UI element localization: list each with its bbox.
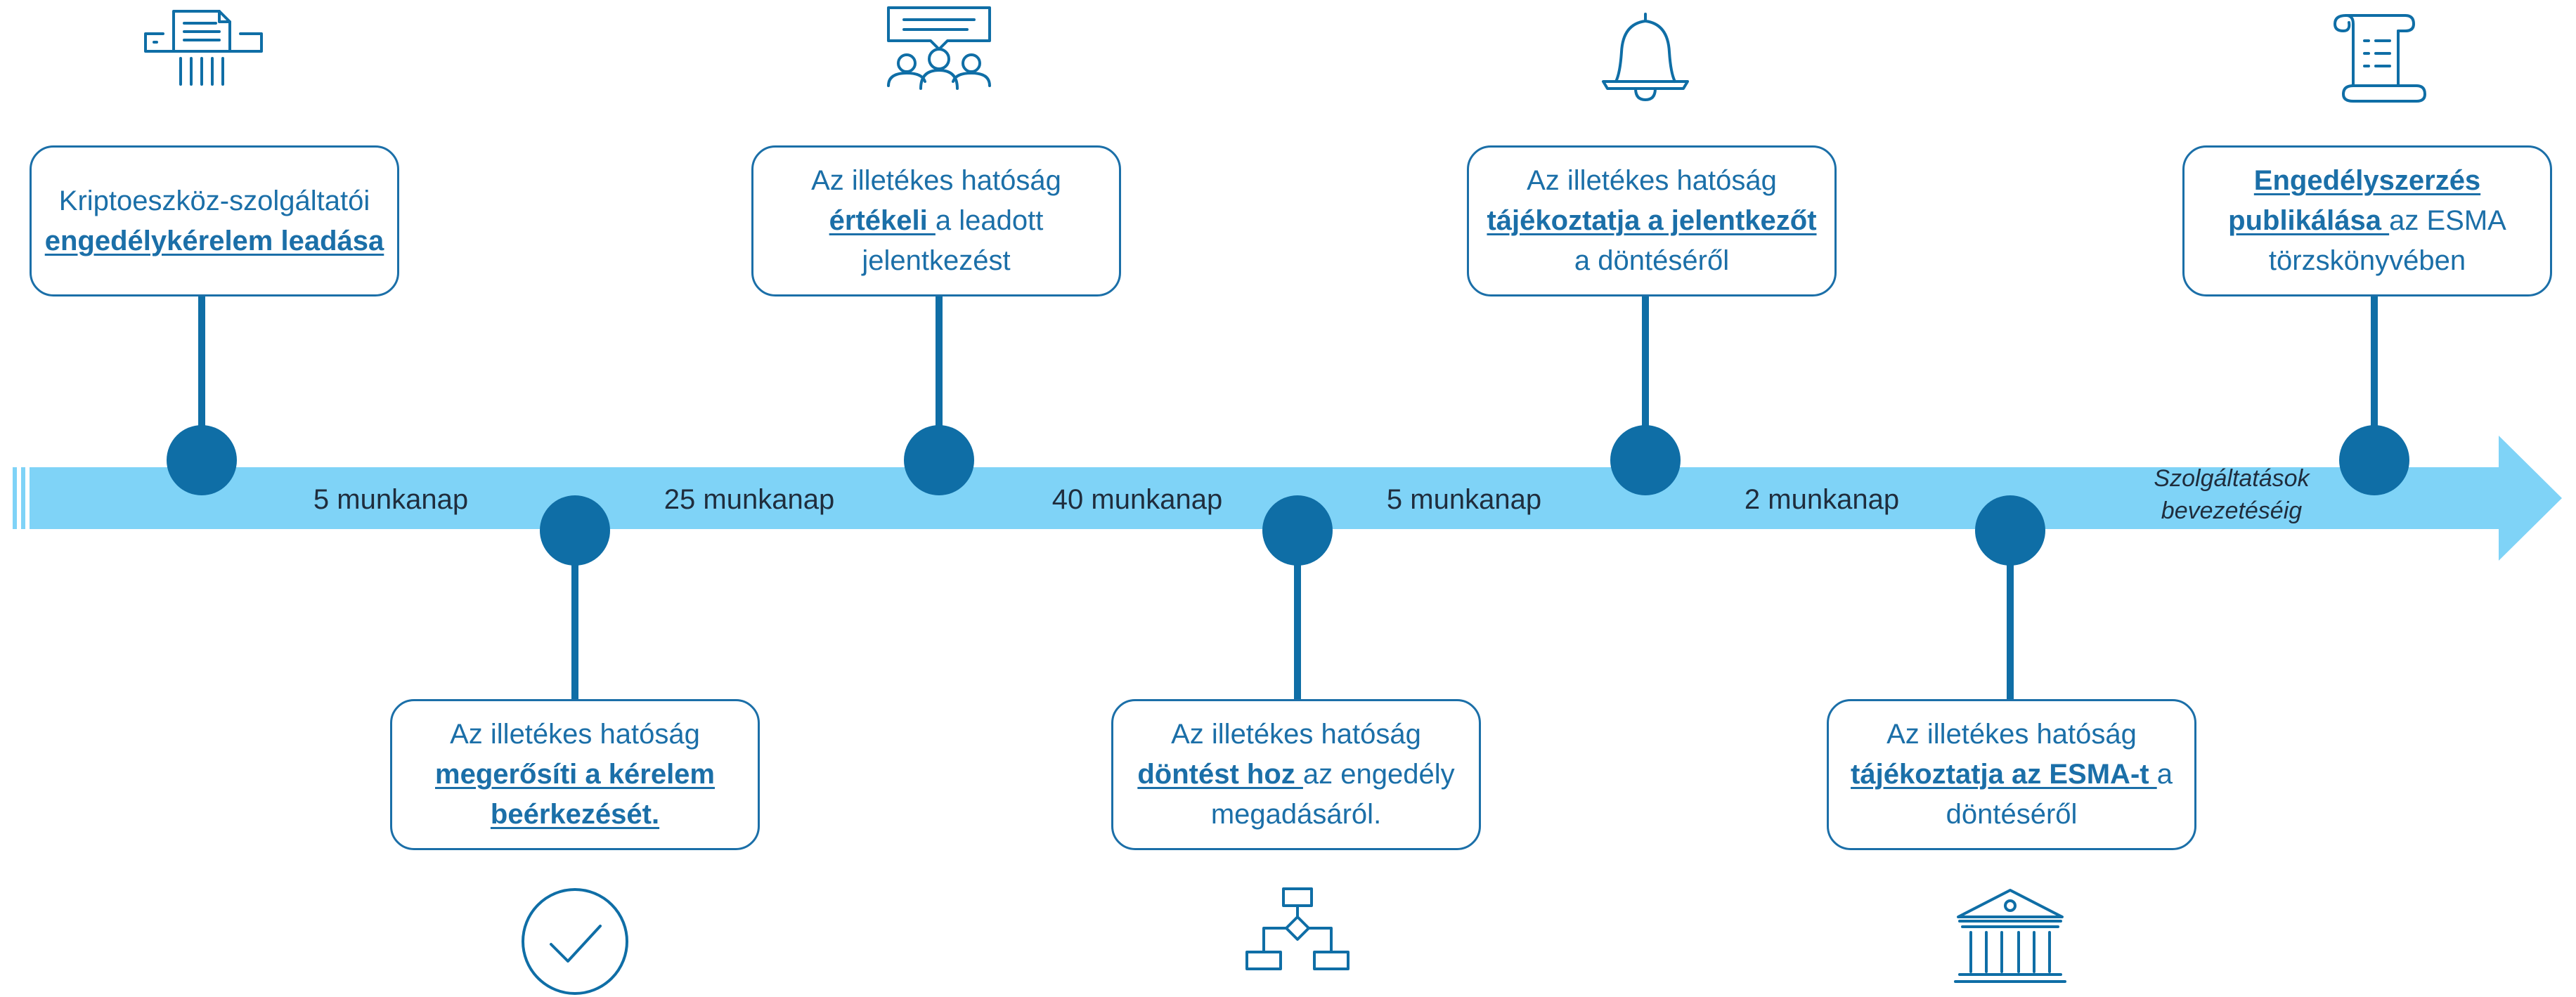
- step-box: Engedélyszerzés publikálása az ESMA törzsk…: [2182, 145, 2552, 297]
- step-text: a: [2156, 759, 2173, 790]
- step-text-line: tájékoztatja a jelentkezőt: [1487, 201, 1816, 241]
- step-text: az engedély: [1302, 759, 1455, 790]
- checkmark-circle-icon: [522, 888, 628, 995]
- step-text: jelentkezést: [862, 245, 1011, 276]
- step-text: törzskönyvében: [2268, 245, 2466, 276]
- step-text-emphasis: Engedélyszerzés: [2253, 165, 2481, 196]
- arrow-tail-stripe: [13, 467, 17, 529]
- step-text-line: beérkezését.: [491, 795, 659, 835]
- final-duration-line1: Szolgáltatások: [2154, 465, 2310, 492]
- step-text: Az illetékes hatóság: [1886, 719, 2137, 750]
- step-text-line: Az illetékes hatóság: [450, 715, 700, 755]
- timeline-nodes: [167, 425, 2409, 566]
- step-text-emphasis: publikálása: [2228, 205, 2390, 236]
- meeting-icon: [887, 6, 991, 90]
- step-text-line: Az illetékes hatóság: [1171, 715, 1421, 755]
- step-text: döntéséről: [1946, 799, 2078, 830]
- step-text-emphasis: tájékoztatja a jelentkezőt: [1487, 205, 1817, 236]
- step-text-line: jelentkezést: [862, 241, 1010, 281]
- duration-label: 5 munkanap: [313, 484, 469, 515]
- step-text-line: Az illetékes hatóság: [1527, 161, 1777, 201]
- step-text-line: döntést hoz az engedély: [1137, 755, 1454, 795]
- step-text-emphasis: engedélykérelem leadása: [44, 225, 384, 256]
- step-text: Az illetékes hatóság: [811, 165, 1061, 196]
- step-text-line: publikálása az ESMA: [2228, 201, 2506, 241]
- duration-label: 2 munkanap: [1744, 484, 1900, 515]
- bell-icon: [1602, 13, 1689, 101]
- step-text: megadásáról.: [1210, 799, 1382, 830]
- step-text-line: döntéséről: [1946, 795, 2078, 835]
- step-text-emphasis: megerősíti a kérelem: [435, 759, 715, 790]
- step-text-line: értékeli a leadott: [829, 201, 1044, 241]
- step-text: Kriptoeszköz-szolgáltatói: [58, 185, 370, 216]
- duration-label: 5 munkanap: [1386, 484, 1542, 515]
- timeline-node: [540, 495, 610, 566]
- scroll-icon: [2334, 14, 2426, 103]
- step-box: Az illetékes hatóság tájékoztatja az ESMA…: [1827, 699, 2196, 850]
- step-box: Az illetékes hatóság döntést hoz az enged…: [1111, 699, 1481, 850]
- timeline-node: [1610, 425, 1681, 495]
- step-text: Az illetékes hatóság: [1171, 719, 1421, 750]
- bank-building-icon: [1954, 889, 2066, 983]
- step-text: a leadott: [935, 205, 1044, 236]
- step-text-line: tájékoztatja az ESMA-t a: [1851, 755, 2173, 795]
- timeline-node: [1262, 495, 1333, 566]
- step-text-line: megadásáról.: [1211, 795, 1381, 835]
- timeline-node: [1975, 495, 2045, 566]
- step-text-emphasis: döntést hoz: [1137, 759, 1303, 790]
- flowchart-icon: [1245, 887, 1350, 970]
- final-duration-line2: bevezetéséig: [2161, 497, 2303, 524]
- step-text-line: Az illetékes hatóság: [1886, 715, 2137, 755]
- step-box: Az illetékes hatóság értékeli a leadott je…: [751, 145, 1121, 297]
- step-text-line: Kriptoeszköz-szolgáltatói: [59, 181, 370, 221]
- step-text-line: a döntéséről: [1574, 241, 1729, 281]
- step-text: az ESMA: [2389, 205, 2506, 236]
- duration-label: 25 munkanap: [664, 484, 835, 515]
- step-text: Az illetékes hatóság: [1527, 165, 1777, 196]
- step-text-emphasis: értékeli: [829, 205, 936, 236]
- step-text: Az illetékes hatóság: [450, 719, 700, 750]
- timeline-node: [167, 425, 237, 495]
- arrow-tail-stripe: [21, 467, 25, 529]
- step-box: Az illetékes hatóság tájékoztatja a jelen…: [1467, 145, 1837, 297]
- shredder-icon: [144, 10, 263, 86]
- step-box: Kriptoeszköz-szolgáltatói engedélykérelem…: [30, 145, 399, 297]
- step-text-line: megerősíti a kérelem: [435, 755, 715, 795]
- step-text-line: törzskönyvében: [2269, 241, 2466, 281]
- timeline-node: [2339, 425, 2409, 495]
- step-text-line: engedélykérelem leadása: [45, 221, 384, 261]
- step-text-line: Az illetékes hatóság: [811, 161, 1061, 201]
- final-duration-label: Szolgáltatások bevezetéséig: [2154, 462, 2309, 527]
- step-text-emphasis: tájékoztatja az ESMA-t: [1851, 759, 2157, 790]
- step-text-emphasis: beérkezését.: [490, 799, 660, 830]
- step-text: a döntéséről: [1574, 245, 1730, 276]
- duration-label: 40 munkanap: [1051, 484, 1223, 515]
- timeline-node: [904, 425, 974, 495]
- step-text-line: Engedélyszerzés: [2254, 161, 2480, 201]
- icons: [144, 6, 2426, 995]
- step-box: Az illetékes hatóság megerősíti a kérelem…: [390, 699, 760, 850]
